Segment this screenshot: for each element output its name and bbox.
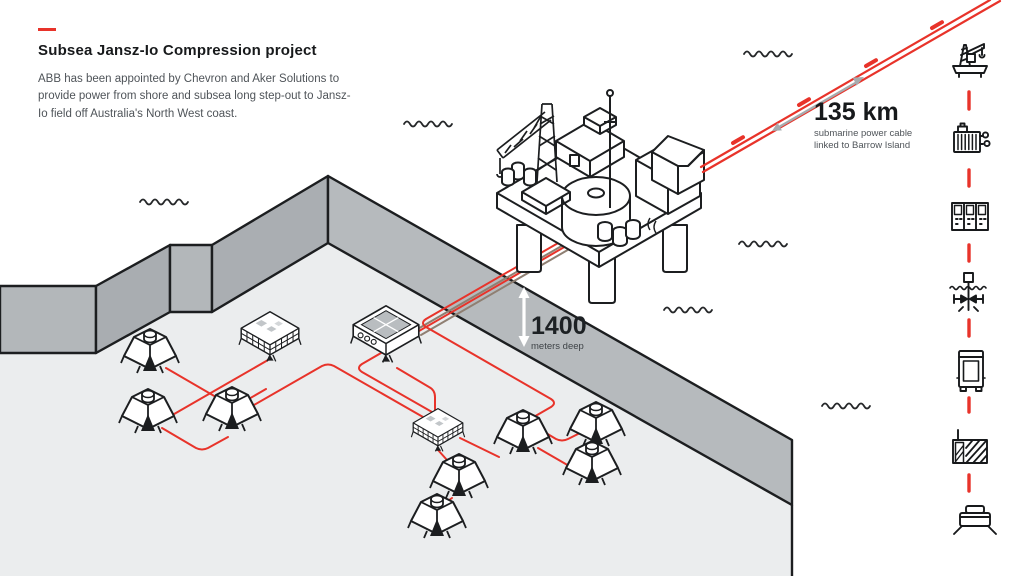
switchgear-icon bbox=[951, 202, 989, 231]
seafloor bbox=[0, 243, 792, 576]
platform-leg bbox=[662, 224, 688, 273]
legend-icon-column bbox=[949, 43, 997, 535]
page-title: Subsea Jansz-Io Compression project bbox=[38, 42, 317, 59]
power-cable bbox=[535, 426, 585, 442]
platform-leg bbox=[516, 224, 542, 273]
power-cable bbox=[358, 230, 593, 413]
subsea-drive-module-icon bbox=[956, 350, 986, 392]
power-cable bbox=[396, 367, 436, 411]
subsea-transformer-icon bbox=[952, 429, 988, 464]
accent-dash bbox=[38, 28, 56, 31]
seabed-terrain bbox=[0, 174, 794, 576]
submarine-power-cable bbox=[699, 0, 992, 169]
seabed-cable-network bbox=[161, 226, 593, 510]
depth-label: meters deep bbox=[531, 341, 584, 352]
cliff-face-left bbox=[0, 284, 98, 355]
wave-icon bbox=[663, 306, 713, 314]
cable-note-line2: linked to Barrow Island bbox=[814, 140, 911, 152]
cliff-face-mid bbox=[168, 243, 214, 314]
depth-arrow bbox=[518, 287, 530, 347]
subsea-wellhead-connection-icon bbox=[949, 272, 987, 312]
cable-distance-value: 135 km bbox=[814, 98, 899, 126]
wave-icon bbox=[743, 50, 793, 58]
depth-annotation: 1400 meters deep bbox=[531, 312, 651, 353]
power-cable bbox=[459, 437, 500, 458]
depth-value: 1400 bbox=[531, 312, 587, 340]
wave-icon bbox=[821, 402, 871, 410]
wave-icon bbox=[738, 240, 788, 248]
project-description: ABB has been appointed by Chevron and Ak… bbox=[38, 73, 351, 120]
power-cable bbox=[422, 226, 587, 423]
power-cable bbox=[246, 363, 431, 422]
cable-note-line1: submarine power cable bbox=[814, 128, 913, 139]
power-cable bbox=[161, 359, 269, 422]
umbilical-cable bbox=[408, 239, 573, 335]
cable-joint-mark bbox=[731, 20, 944, 145]
wave-icon bbox=[403, 120, 453, 128]
distance-arrow bbox=[772, 77, 864, 131]
cable-annotation: 135 km submarine power cable linked to B… bbox=[814, 100, 984, 153]
power-cable bbox=[161, 427, 229, 451]
wave-icon bbox=[139, 198, 189, 206]
offshore-platform bbox=[496, 89, 705, 304]
offshore-platform-icon bbox=[952, 43, 988, 78]
umbilical-cable bbox=[420, 243, 579, 336]
header-block: Subsea Jansz-Io Compression project ABB … bbox=[38, 28, 358, 123]
power-transformer-icon bbox=[953, 122, 991, 153]
subsea-compression-station-icon bbox=[953, 505, 997, 535]
